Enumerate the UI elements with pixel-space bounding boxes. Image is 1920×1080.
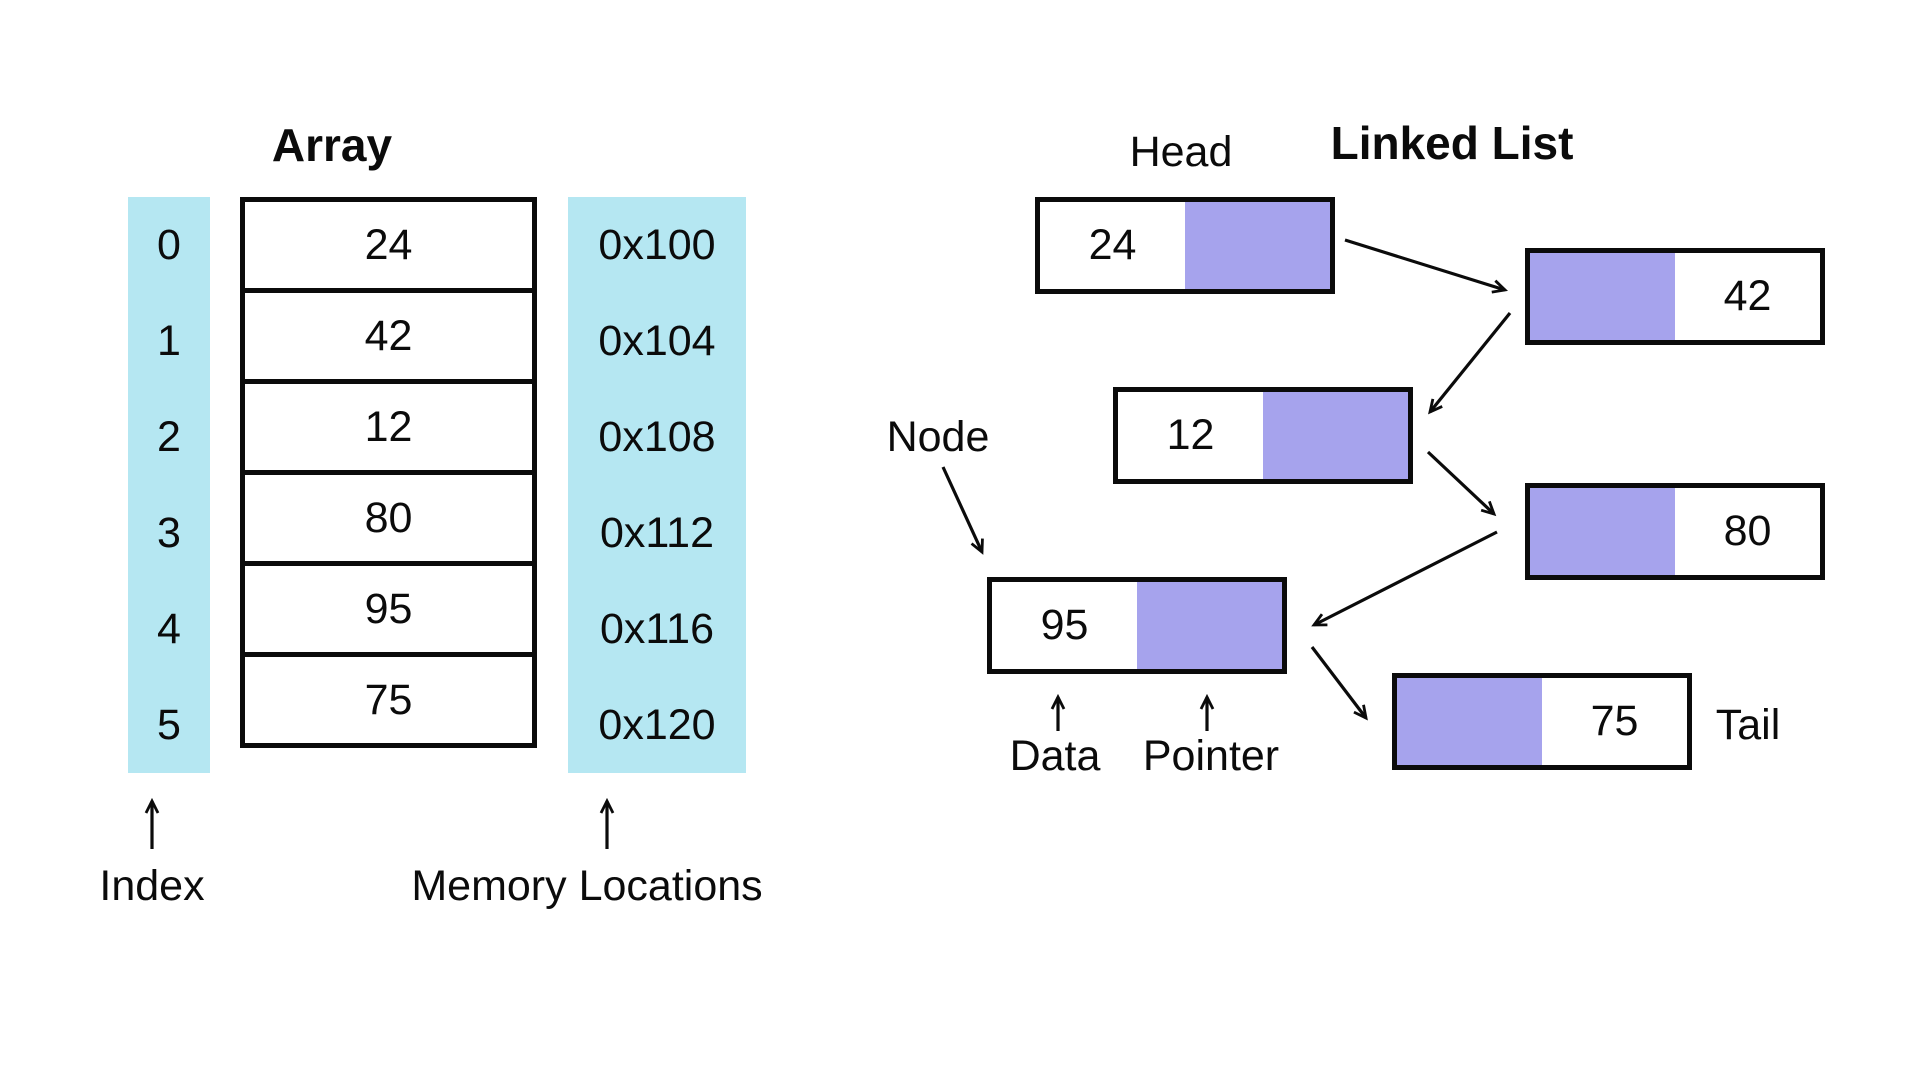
list-node-42: 42 — [1525, 248, 1825, 345]
node-pointer-cell — [1263, 392, 1408, 479]
list-node-80: 80 — [1525, 483, 1825, 580]
node-callout-arrow — [941, 466, 984, 555]
data-label: Data — [1009, 732, 1101, 780]
array-value-cell: 12 — [240, 379, 537, 475]
array-value-table: 24 42 12 80 95 75 — [240, 197, 537, 773]
memory-address-cell: 0x100 — [598, 221, 716, 269]
index-cell: 3 — [157, 509, 181, 557]
list-node-24: 24 — [1035, 197, 1335, 294]
arrow-12-to-80 — [1426, 450, 1497, 517]
array-value-cell: 24 — [240, 197, 537, 293]
list-node-95: 95 — [987, 577, 1287, 674]
index-cell: 5 — [157, 701, 181, 749]
array-value-cell: 80 — [240, 470, 537, 566]
node-pointer-cell — [1397, 678, 1542, 765]
array-title: Array — [271, 119, 393, 171]
memory-address-cell: 0x116 — [600, 605, 714, 653]
node-label: Node — [886, 413, 990, 461]
list-node-12: 12 — [1113, 387, 1413, 484]
index-cell: 4 — [157, 605, 181, 653]
node-data-cell: 95 — [1040, 601, 1089, 649]
arrow-42-to-12 — [1428, 311, 1512, 415]
node-data-cell: 80 — [1723, 507, 1772, 555]
node-pointer-cell — [1530, 253, 1675, 340]
array-memory-column: 0x100 0x104 0x108 0x112 0x116 0x120 — [568, 197, 746, 773]
node-data-cell: 42 — [1723, 272, 1772, 320]
tail-label: Tail — [1715, 701, 1781, 749]
node-pointer-cell — [1530, 488, 1675, 575]
head-label: Head — [1129, 128, 1233, 176]
memory-address-cell: 0x120 — [598, 701, 716, 749]
node-data-cell: 24 — [1088, 221, 1137, 269]
index-label: Index — [99, 862, 205, 910]
array-value-cell: 95 — [240, 561, 537, 657]
node-data-cell: 75 — [1590, 697, 1639, 745]
memory-address-cell: 0x108 — [598, 413, 716, 461]
index-cell: 2 — [157, 413, 181, 461]
node-pointer-cell — [1185, 202, 1330, 289]
pointer-label: Pointer — [1142, 732, 1280, 780]
memory-address-cell: 0x112 — [600, 509, 714, 557]
node-data-cell: 12 — [1166, 411, 1215, 459]
array-value-cell: 75 — [240, 652, 537, 748]
node-pointer-cell — [1137, 582, 1282, 669]
memory-locations-label: Memory Locations — [411, 862, 763, 910]
memory-address-cell: 0x104 — [598, 317, 716, 365]
arrow-80-to-95 — [1311, 530, 1498, 627]
arrow-24-to-42 — [1344, 238, 1508, 294]
linked-list-title: Linked List — [1330, 117, 1574, 169]
array-value-cell: 42 — [240, 288, 537, 384]
index-cell: 1 — [157, 317, 181, 365]
index-cell: 0 — [157, 221, 181, 269]
arrow-95-to-75 — [1310, 646, 1368, 721]
list-node-75: 75 — [1392, 673, 1692, 770]
array-index-column: 0 1 2 3 4 5 — [128, 197, 210, 773]
